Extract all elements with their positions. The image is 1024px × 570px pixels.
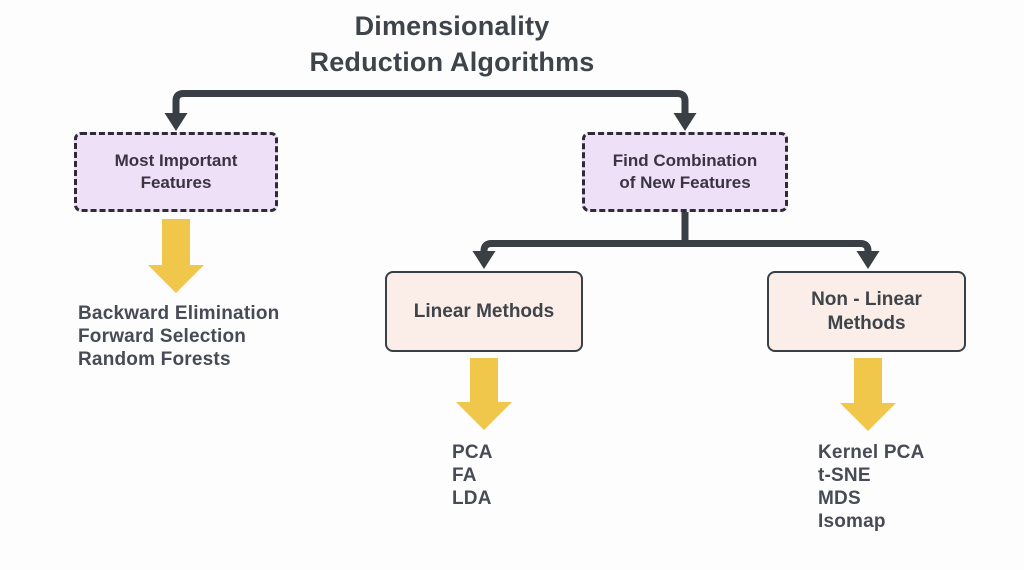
arrowhead-to-most-important-icon [164,113,188,131]
non-linear-methods-list: Kernel PCA t-SNE MDS Isomap [818,441,925,533]
node-most-important-features: Most Important Features [74,132,278,212]
diagram-title-line1: Dimensionality [354,11,550,41]
list-item: FA [452,465,477,486]
node-find-combination: Find Combination of New Features [582,132,788,212]
list-item: LDA [452,488,492,509]
list-item: t-SNE [818,465,871,486]
arrowhead-to-find-combination-icon [673,113,697,131]
list-item: Kernel PCA [818,442,925,463]
list-item: Random Forests [78,349,231,370]
node-label-line: Find Combination [612,151,758,170]
node-label-line: of New Features [619,173,751,192]
down-arrow-icon [840,358,896,431]
list-item: Forward Selection [78,326,247,347]
node-non-linear-methods: Non - Linear Methods [767,271,966,352]
node-label-line: Non - Linear [811,288,922,310]
node-label-line: Most Important [114,151,238,170]
linear-methods-list: PCA FA LDA [452,441,493,510]
list-item: PCA [452,442,493,463]
diagram-title: Dimensionality Reduction Algorithms [140,8,764,80]
node-label-line: Linear Methods [413,300,555,322]
list-item: MDS [818,488,861,509]
diagram-title-line2: Reduction Algorithms [309,47,595,77]
down-arrow-icon [148,219,204,293]
arrowhead-to-linear-icon [472,251,496,269]
node-linear-methods: Linear Methods [385,271,583,352]
down-arrow-icon [456,358,512,430]
node-label-line: Features [140,173,212,192]
list-item: Isomap [818,511,886,532]
node-label-line: Methods [827,312,906,334]
list-item: Backward Elimination [78,303,280,324]
sub-branch-connector [480,240,872,255]
root-branch-connector [172,90,689,117]
arrowhead-to-non-linear-icon [856,251,880,269]
feature-selection-list: Backward Elimination Forward Selection R… [78,302,279,371]
